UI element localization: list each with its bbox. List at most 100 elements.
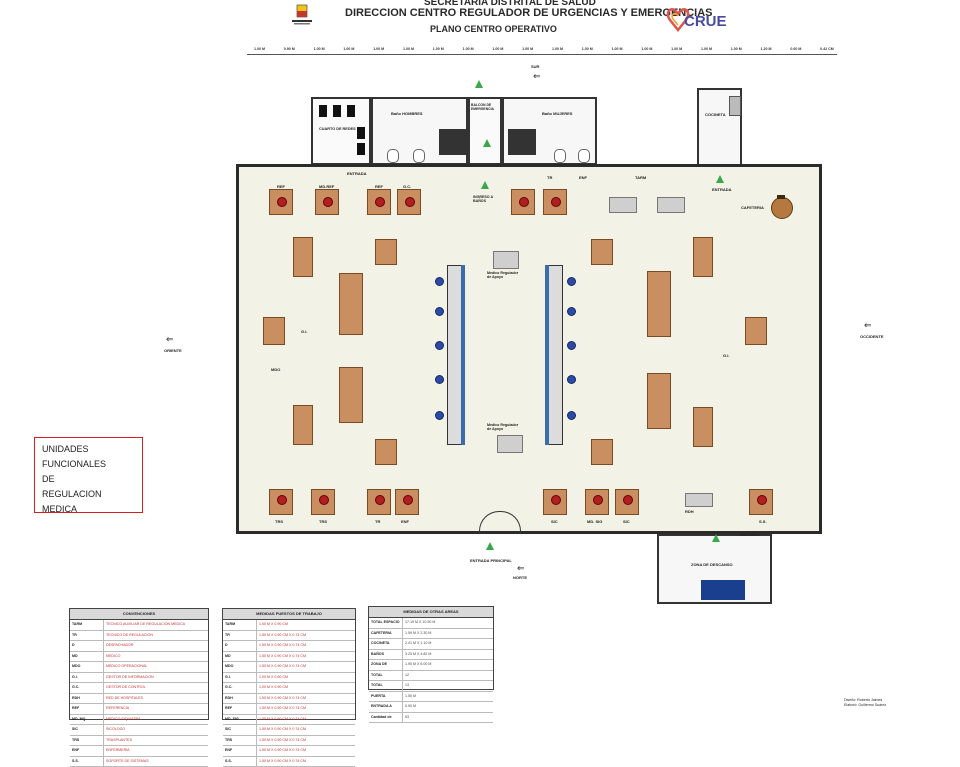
workstation-label: G.C. (403, 184, 411, 189)
dim-label: 1.00 M (433, 47, 444, 51)
table-cell-code: Cantidad de Puestos (369, 713, 403, 723)
partition (439, 129, 467, 155)
exit-arrow-icon (483, 139, 491, 147)
table-cell-value: TECNICO DE REGULACION (104, 631, 208, 641)
central-console-edge (461, 265, 465, 445)
chair-icon (567, 411, 576, 420)
callout-line: UNIDADES (42, 442, 142, 457)
zona-descanso-room: ZONA DE DESCANSO (657, 534, 772, 604)
entrada-left-label: ENTRADA (347, 171, 367, 176)
center-top-label: Medico Regulador de Apoyo (487, 271, 523, 279)
bano-mujeres-label: Baño MUJERES (542, 111, 572, 116)
credit-line: Elaboró: Guillermo Suárez (844, 703, 886, 708)
header-line2: DIRECCION CENTRO REGULADOR DE URGENCIAS … (345, 7, 713, 19)
table-row: G.I.GESTOR DE INFORMACION (70, 673, 208, 684)
top-dimension-line (247, 54, 837, 55)
cocineta-room: COCINETA (697, 88, 742, 166)
dim-label: 0.42 CM (820, 47, 834, 51)
table-cell-code: TARM (223, 620, 257, 630)
callout-line: FUNCIONALES (42, 457, 142, 472)
table-cell-code: MD. MQ (70, 715, 104, 725)
chair-icon (435, 375, 444, 384)
cuarto-redes-room: CUARTO DE REDES (311, 97, 371, 165)
workstation-label: SIC (623, 519, 630, 524)
dim-label: 1.00 M (343, 47, 354, 51)
dim-label: 1.00 M (641, 47, 652, 51)
chair-icon (623, 495, 633, 505)
toilet-icon (413, 149, 425, 163)
table-cell-code: TOTAL VENTANAS ZONA ORIENTE (369, 671, 403, 681)
workstation-label: TRS (275, 519, 283, 524)
main-door[interactable] (479, 511, 521, 534)
workstation (685, 493, 713, 507)
table-cell-code: BAÑOS (369, 650, 403, 660)
table-cell-code: SIC (70, 725, 104, 735)
workstation-label: TR (375, 519, 380, 524)
table-cell-value: 1.50 M X 0.90 CM X 0.74 CM (257, 641, 355, 651)
table-cell-code: MD (70, 652, 104, 662)
rack-icon (347, 105, 355, 117)
table-cell-value: 1.50 M X 0.90 CM X 0.74 CM (257, 746, 355, 756)
workstation (375, 439, 397, 465)
top-dimension-labels: 1.00 M 0.90 M 1.00 M 1.00 M 1.00 M 1.00 … (254, 47, 834, 51)
table-cell-code: TOTAL VENTANAS ZONA OESTE (369, 681, 403, 691)
table-cell-code: D (223, 641, 257, 651)
zona-descanso-label: ZONA DE DESCANSO (691, 562, 733, 567)
cafeteria-label: CAFETERIA (741, 205, 764, 210)
ingreso-banos-label: INGRESO A BAÑOS (473, 195, 503, 203)
table-row: G.I.1.00 M X 0.60 CM (223, 673, 355, 684)
callout-line: REGULACION (42, 487, 142, 502)
rack-icon (333, 105, 341, 117)
chair-icon (567, 277, 576, 286)
table-cell-value: 1.50 M X 0.90 CM X 0.74 CM (257, 736, 355, 746)
rack-icon (357, 127, 365, 139)
workstation-label: TARM (635, 175, 646, 180)
table-cell-value: 1.50 M X 0.90 CM X 0.74 CM (257, 662, 355, 672)
table-cell-value: 1.00 M X 0.60 CM (257, 673, 355, 683)
table-cell-code: TR (223, 631, 257, 641)
chair-icon (319, 495, 329, 505)
workstation (609, 197, 637, 213)
dim-label: 1.00 M (612, 47, 623, 51)
table-cell-code: G.I. (70, 673, 104, 683)
dim-label: 1.00 M (701, 47, 712, 51)
workstation (375, 239, 397, 265)
table-cell-value: 1.50 M X 0.90 CM X 0.74 CM (257, 715, 355, 725)
chair-icon (375, 197, 385, 207)
table-cell-code: REF (223, 704, 257, 714)
table-cell-code: ENTRADA A BAÑOS (369, 702, 403, 712)
workstation (293, 405, 313, 445)
credits: Diseño: Roberto Jaimes Elaboró: Guillerm… (844, 698, 886, 708)
dim-label: 1.00 M (403, 47, 414, 51)
table-cell-code: TRS (70, 736, 104, 746)
workstation-label: ENF (579, 175, 587, 180)
table-row: G.C.1.00 M X 0.90 CM (223, 683, 355, 694)
table-cell-value: REFERENCIA (104, 704, 208, 714)
header-line3: PLANO CENTRO OPERATIVO (430, 24, 557, 34)
workstation-label: SIC (551, 519, 558, 524)
table-cell-code: REF (70, 704, 104, 714)
dim-label: 1.00 M (373, 47, 384, 51)
compass-north-label: SUR (531, 64, 539, 69)
table-cell-value: 2.41 M X 1.10 M (403, 639, 493, 649)
entrada-principal-label: ENTRADA PRINCIPAL (470, 558, 512, 563)
district-seal-icon (289, 3, 315, 27)
dim-label: 1.00 M (492, 47, 503, 51)
dim-label: 1.00 M (463, 47, 474, 51)
table-cell-code: TOTAL ESPACIO (369, 618, 403, 628)
workstation (263, 317, 285, 345)
chair-icon (567, 307, 576, 316)
workstation (657, 197, 685, 213)
table-cell-value: 53 (403, 713, 493, 723)
table-cell-code: RDH (223, 694, 257, 704)
compass-arrow-icon: ⇐ (166, 334, 174, 345)
